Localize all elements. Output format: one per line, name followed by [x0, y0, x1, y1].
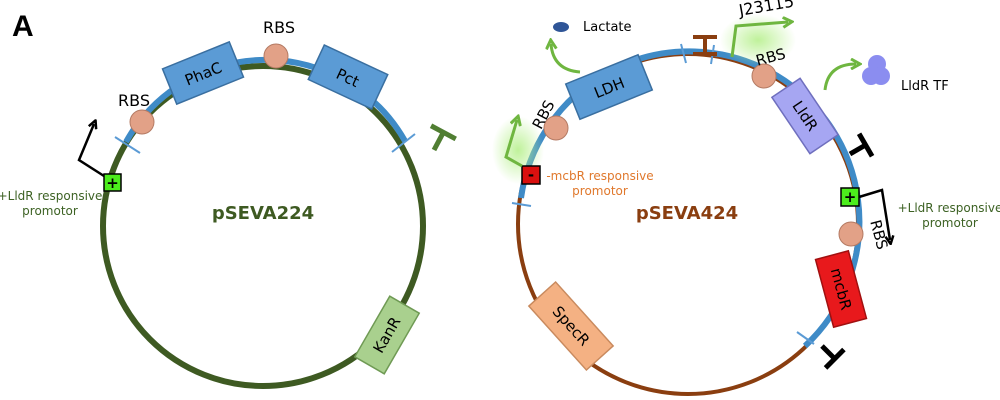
promoter-arrow-icon [77, 124, 105, 178]
terminator-icon [693, 35, 717, 56]
lldr-promoter-note: promotor [922, 216, 978, 230]
lldr-promoter-note: +LldR responsive [898, 201, 1000, 215]
specr-gene: SpecR [527, 280, 615, 372]
lactate-label: Lactate [583, 20, 632, 35]
pct-gene: Pct [307, 43, 389, 111]
plasmid-pseva424: J23115 LDH RBS - -mcbR responsive promot… [492, 0, 1000, 396]
lldr-tf-arrow-icon [823, 64, 856, 91]
rbs-site [838, 221, 864, 247]
lactate-production-arrow-icon [551, 44, 581, 74]
phac-gene: PhaC [161, 40, 245, 106]
lldr-promoter-symbol: + [844, 188, 857, 206]
promoter-arrow-icon [858, 188, 890, 240]
backbone-ring-left [100, 63, 426, 389]
plasmid-name: pSEVA224 [212, 203, 314, 224]
plasmid-psevA224: PhaC Pct RBS RBS + +LldR responsive prom… [0, 18, 457, 389]
rbs-site [129, 109, 155, 135]
mcbr-promoter-box [521, 165, 541, 185]
terminator-icon [820, 344, 846, 370]
lactate-molecule-icon [553, 22, 569, 32]
lldr-promoter-note: promotor [22, 204, 78, 218]
panel-label: A [12, 10, 34, 43]
lldr-tf-icon [862, 67, 880, 85]
junction-tick [796, 331, 815, 345]
rbs-site [751, 63, 777, 89]
terminator-icon [848, 132, 875, 158]
rbs-site [543, 115, 569, 141]
terminator-icon [429, 123, 457, 152]
junction-tick [680, 43, 687, 64]
plasmid-name: pSEVA424 [636, 203, 738, 224]
kanr-gene: KanR [353, 295, 421, 375]
lldr-tf-label: LldR TF [901, 79, 949, 94]
mcbr-promoter-symbol: - [528, 166, 534, 184]
mcbr-gene: mcbR [814, 249, 868, 329]
junction-tick [511, 202, 532, 207]
rbs-label: RBS [263, 18, 295, 37]
rbs-site [263, 43, 289, 69]
mcbr-promoter-note: -mcbR responsive [546, 169, 653, 183]
rbs-label: RBS [118, 91, 150, 110]
lldr-promoter-symbol: + [106, 174, 119, 192]
j23115-promoter-arrow-icon [730, 22, 788, 58]
lldr-promoter-box [103, 173, 122, 192]
promoter-arrow-icon [504, 120, 523, 168]
lldr-gene: LldR [770, 77, 840, 155]
mcbr-promoter-note: promotor [572, 184, 628, 198]
junction-tick [391, 133, 416, 153]
ldh-gene: LDH [564, 53, 654, 121]
lldr-promoter-note: +LldR responsive [0, 189, 102, 203]
junction-tick [114, 136, 141, 154]
